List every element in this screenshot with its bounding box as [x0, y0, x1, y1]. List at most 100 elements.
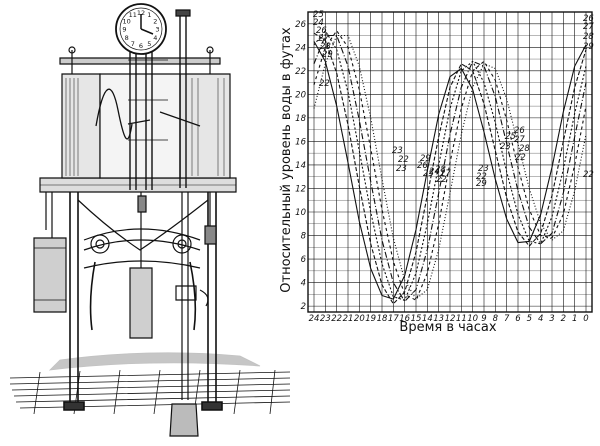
curve-label: 27 — [440, 169, 451, 179]
curve-label: 27 — [318, 34, 329, 44]
series-line — [313, 41, 587, 300]
curve-label: 25 — [505, 132, 516, 142]
y-tick-label: 12 — [295, 184, 306, 194]
curve-label: 26 — [583, 14, 594, 24]
curve-label: 27 — [583, 22, 594, 32]
series-line — [313, 34, 587, 300]
x-tick-label: 5 — [527, 314, 532, 324]
x-tick-label: 17 — [388, 314, 399, 324]
x-tick-label: 14 — [422, 314, 433, 324]
curve-label: 23 — [478, 164, 489, 174]
x-tick-label: 20 — [354, 314, 365, 324]
clock-numeral: 5 — [147, 40, 151, 48]
y-tick-label: 26 — [295, 20, 306, 30]
curve-label: 22 — [476, 172, 487, 182]
x-tick-label: 0 — [583, 314, 588, 324]
y-tick-label: 22 — [295, 67, 306, 77]
x-tick-label: 22 — [331, 314, 342, 324]
x-tick-label: 11 — [456, 314, 467, 324]
x-tick-label: 23 — [320, 314, 331, 324]
x-tick-label: 1 — [572, 314, 577, 324]
y-tick-label: 24 — [295, 43, 306, 53]
series-line — [313, 30, 587, 301]
top-frame — [59, 9, 221, 190]
curve-labels: 2524262728292226272829222322232926252428… — [313, 10, 594, 189]
series-line — [313, 32, 587, 305]
curve-label: 23 — [396, 164, 407, 174]
curve-label: 25 — [313, 10, 324, 20]
x-tick-label: 4 — [538, 314, 543, 324]
stand-legs — [63, 188, 223, 411]
x-tick-label: 2 — [561, 314, 566, 324]
x-tick-label: 3 — [549, 314, 554, 324]
curve-label: 23 — [392, 146, 403, 156]
clock-numeral: 6 — [139, 42, 143, 50]
y-tick-label: 4 — [301, 279, 306, 289]
curve-label: 29 — [322, 50, 333, 60]
x-tick-label: 6 — [515, 314, 521, 324]
curve-label: 26 — [514, 126, 525, 136]
curve-label: 29 — [476, 179, 487, 189]
curve-label: 27 — [514, 135, 525, 145]
y-tick-label: 6 — [301, 255, 307, 265]
series-line — [313, 34, 587, 302]
curve-label: 22 — [436, 175, 447, 185]
hanging-weights — [33, 192, 217, 437]
clock-hands — [140, 14, 154, 35]
x-tick-label: 9 — [481, 314, 486, 324]
clock-numeral: 12 — [137, 9, 145, 17]
x-tick-label: 8 — [493, 314, 499, 324]
chart-series — [313, 30, 587, 305]
x-tick-label: 19 — [365, 314, 376, 324]
x-tick-label: 18 — [377, 314, 388, 324]
curve-label: 29 — [420, 154, 431, 164]
curve-label: 22 — [319, 79, 330, 89]
y-tick-label: 14 — [295, 161, 306, 171]
clock-numeral: 9 — [122, 26, 126, 34]
y-tick-label: 20 — [295, 90, 306, 100]
x-tick-label: 15 — [411, 314, 422, 324]
curve-label: 28 — [435, 165, 446, 175]
x-tick-label: 24 — [309, 314, 320, 324]
clock-numeral: 3 — [155, 26, 159, 34]
curve-label: 22 — [398, 155, 409, 165]
curve-label: 26 — [316, 26, 327, 36]
x-tick-label: 7 — [504, 314, 510, 324]
curve-label: 26 — [417, 161, 428, 171]
recorded-sine-trace — [95, 88, 133, 140]
curve-label: 25 — [423, 169, 434, 179]
x-tick-label: 21 — [343, 314, 354, 324]
chart-grid — [308, 12, 592, 312]
y-axis-label: Относительный уровень воды в футах — [279, 27, 294, 293]
clock-numeral: 1 — [147, 11, 151, 19]
clock-numeral: 2 — [153, 17, 157, 25]
curve-label: 28 — [519, 144, 530, 154]
curve-label: 22 — [583, 170, 594, 180]
curve-label: 28 — [320, 42, 331, 52]
x-tick-label: 13 — [433, 314, 444, 324]
x-axis-label: Время в часах — [399, 320, 496, 335]
curve-label: 23 — [500, 142, 511, 152]
x-tick-label: 12 — [445, 314, 456, 324]
y-tick-label: 18 — [295, 114, 306, 124]
clock-numeral: 8 — [125, 34, 129, 42]
curve-label: 28 — [583, 32, 594, 42]
y-tick-label: 8 — [301, 232, 307, 242]
clock-numeral: 10 — [123, 17, 131, 25]
curve-label: 24 — [429, 167, 440, 177]
floor-hatching — [9, 352, 291, 415]
x-tick-label: 10 — [467, 314, 478, 324]
clock-numeral: 11 — [129, 11, 137, 19]
x-tick-label: 16 — [399, 314, 410, 324]
curve-label: 22 — [515, 153, 526, 163]
clock-numeral: 7 — [131, 40, 135, 48]
y-tick-label: 10 — [295, 208, 306, 218]
clock-numeral: 4 — [153, 34, 157, 42]
curve-label: 24 — [313, 18, 324, 28]
